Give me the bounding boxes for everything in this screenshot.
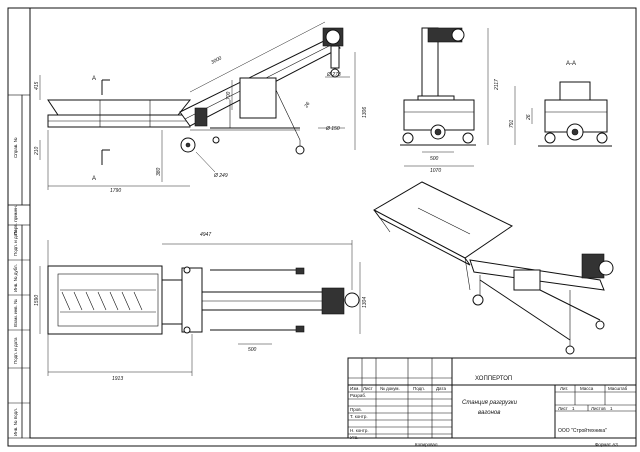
dim-26-section: 26 bbox=[526, 114, 532, 121]
side-strip: Справ. № Перв. примен. Подп. и дата Инв.… bbox=[7, 94, 31, 439]
dim-3000: 3000 bbox=[210, 55, 223, 65]
row-prov: Пров. bbox=[350, 407, 362, 412]
dim-1913: 1913 bbox=[112, 376, 123, 382]
side-view: А А 3000 415 210 380 700 1790 1306 Ø 273… bbox=[34, 21, 368, 194]
dim-d150: Ø 150 bbox=[325, 126, 340, 132]
header-date: Дата bbox=[436, 386, 446, 391]
strip-sign-date-1: Подп. и дата bbox=[13, 229, 18, 256]
sheets-label: Листов bbox=[591, 406, 606, 411]
section-title: А-А bbox=[566, 61, 576, 67]
footer-format: Формат A3 bbox=[595, 442, 618, 447]
dim-26-side: 26 bbox=[303, 101, 312, 110]
strip-inv-dubl: Инв. № дубл. bbox=[13, 264, 18, 292]
drawing-name-line2: вагонов bbox=[478, 410, 500, 416]
outer-border bbox=[7, 7, 637, 447]
strip-perv-primen: Перв. примен. bbox=[13, 205, 18, 235]
sheets-number: 1 bbox=[610, 406, 613, 411]
header-doc: № докум. bbox=[380, 386, 400, 391]
dim-1590: 1590 bbox=[34, 295, 40, 306]
strip-inv-podl: Инв. № подл. bbox=[13, 408, 18, 436]
dim-791: 791 bbox=[509, 119, 515, 128]
sheet-number: 1 bbox=[572, 406, 575, 411]
drawing-name-line1: Станция разгрузки bbox=[462, 400, 518, 406]
dim-1070: 1070 bbox=[430, 168, 441, 174]
drawing-frame bbox=[29, 7, 637, 439]
dim-500-front: 500 bbox=[430, 156, 439, 162]
row-nkontr: Н. контр. bbox=[350, 428, 369, 433]
title-block: ХОППЕРТОП Станция разгрузки вагонов ООО … bbox=[347, 357, 637, 440]
dim-d273: Ø 273 bbox=[326, 72, 341, 78]
dim-2117: 2117 bbox=[494, 79, 500, 91]
header-sign: Подп. bbox=[413, 386, 425, 391]
row-razrab: Разраб. bbox=[350, 393, 366, 398]
row-utv: Утв. bbox=[350, 435, 359, 440]
lit-label: Лит. bbox=[560, 386, 568, 391]
sheet-label: Лист bbox=[558, 406, 568, 411]
dim-d249: Ø 249 bbox=[213, 173, 228, 179]
section-view: А-А 791 26 bbox=[509, 61, 612, 147]
strip-vzam-inv: Взам. инв. № bbox=[13, 299, 18, 327]
dim-210: 210 bbox=[34, 146, 40, 156]
company-name: ООО "Стройтехника" bbox=[558, 427, 607, 434]
dim-415: 415 bbox=[34, 81, 40, 90]
dim-1304: 1304 bbox=[362, 297, 368, 308]
front-view: 2117 500 1070 bbox=[400, 27, 500, 174]
dim-1306: 1306 bbox=[362, 107, 368, 118]
header-izm: Изм. bbox=[350, 386, 360, 391]
strip-sign-date-2: Подп. и дата bbox=[13, 337, 18, 364]
row-tkontr: Т. контр. bbox=[350, 414, 368, 419]
scale-label: Масштаб bbox=[608, 386, 628, 391]
plan-view: 4947 1590 1304 500 1913 bbox=[34, 232, 368, 382]
dim-380: 380 bbox=[156, 167, 162, 176]
dim-4947: 4947 bbox=[200, 232, 211, 238]
dim-700: 700 bbox=[226, 91, 232, 100]
header-list: Лист bbox=[363, 386, 373, 391]
dim-1790: 1790 bbox=[110, 188, 121, 194]
isometric-view bbox=[372, 181, 614, 355]
section-mark-top: А bbox=[92, 76, 96, 82]
footer-copied: Копировал bbox=[415, 442, 438, 447]
mass-label: Масса bbox=[580, 386, 594, 391]
dim-500-plan: 500 bbox=[248, 347, 257, 353]
product-name: ХОППЕРТОП bbox=[475, 376, 512, 382]
strip-spravochny: Справ. № bbox=[13, 137, 18, 158]
section-mark-bottom: А bbox=[92, 176, 96, 182]
